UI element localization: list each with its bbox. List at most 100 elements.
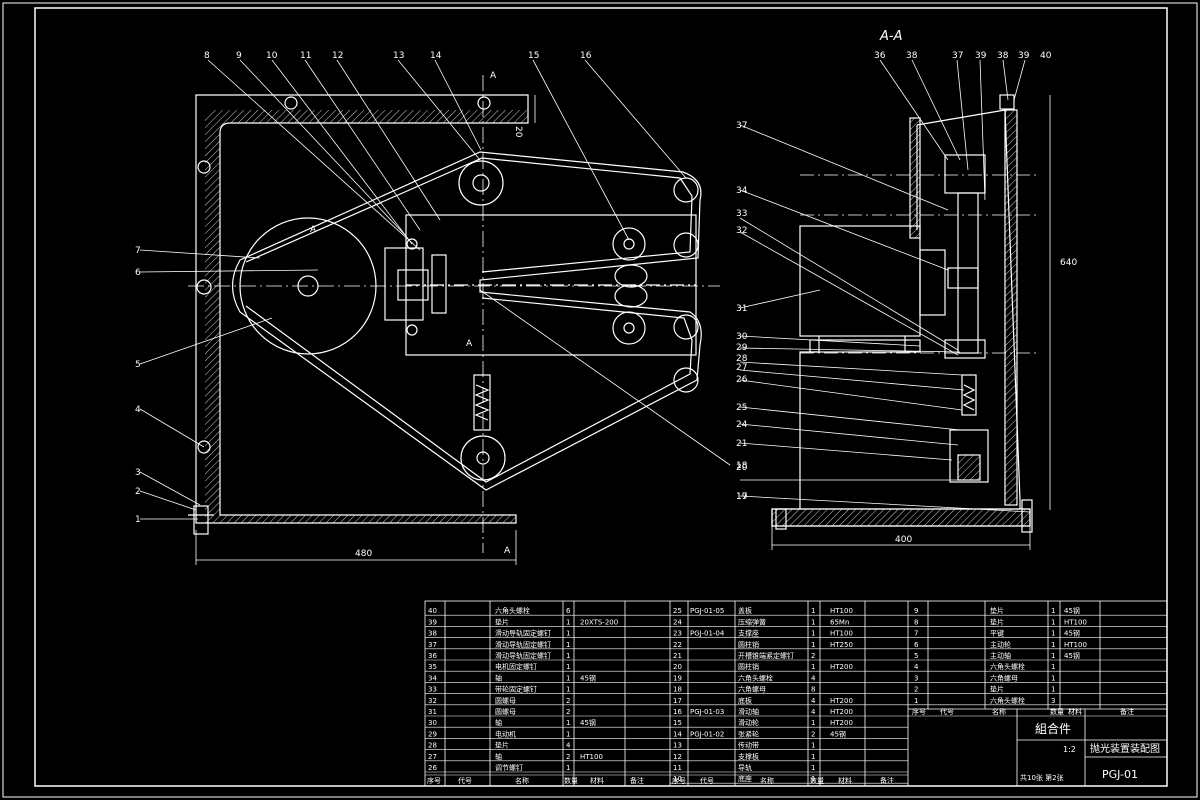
part-qty: 1: [566, 663, 570, 671]
part-name: 轴: [495, 752, 502, 761]
callout-26: 28: [736, 354, 748, 364]
part-material: HT200: [830, 663, 853, 671]
callout-31: 33: [736, 209, 747, 219]
part-name: 盖板: [738, 606, 752, 615]
part-qty: 2: [566, 697, 570, 705]
part-qty: 1: [566, 719, 570, 727]
part-qty: 1: [811, 630, 815, 638]
part-qty: 2: [566, 708, 570, 716]
callout-39: 39: [1018, 51, 1030, 61]
part-qty: 1: [1051, 641, 1055, 649]
part-qty: 1: [566, 618, 570, 626]
part-no: 9: [914, 607, 918, 615]
callout-6: 6: [135, 268, 141, 278]
part-no: 16: [673, 708, 682, 716]
part-name: 滑动导轨固定螺钉: [495, 640, 551, 649]
part-qty: 6: [566, 607, 571, 615]
part-no: 17: [673, 697, 682, 705]
part-name: 主动轮: [990, 640, 1011, 649]
header-cell: 材料: [1068, 707, 1082, 716]
callout-33: 37: [736, 121, 747, 131]
part-name: 滑动轮: [738, 718, 759, 727]
header-cell: 名称: [992, 707, 1006, 716]
callout-9: 9: [236, 51, 242, 61]
callout-4: 4: [135, 405, 141, 415]
part-qty: 1: [566, 730, 570, 738]
cut-marker-bottom: A: [504, 546, 511, 556]
part-qty: 1: [1051, 652, 1055, 660]
frame-hatch: [205, 110, 528, 523]
part-qty: 3: [1051, 697, 1055, 705]
callout-22: 24: [736, 420, 748, 430]
callout-27: 29: [736, 343, 748, 353]
callout-20: 20: [736, 463, 748, 473]
part-qty: 4: [811, 697, 816, 705]
part-qty: 1: [811, 742, 815, 750]
dim-width-left: 480: [355, 549, 372, 559]
part-name: 六角头螺栓: [738, 673, 773, 682]
part-no: 3: [914, 674, 918, 682]
part-no: 39: [428, 618, 437, 626]
drawing-number: PGJ-01: [1102, 768, 1138, 781]
callout-30: 32: [736, 226, 747, 236]
part-name: 圆柱销: [738, 662, 759, 671]
callout-12: 12: [332, 51, 343, 61]
part-qty: 1: [811, 764, 815, 772]
callout-23: 25: [736, 403, 747, 413]
part-no: 23: [673, 630, 682, 638]
part-code: PGJ-01-02: [690, 730, 724, 738]
part-material: 65Mn: [830, 618, 849, 626]
title-texts: 組合件 抛光装置装配图 PGJ-01 1:2 共10张 第2张: [1020, 721, 1160, 782]
part-name: 压缩弹簧: [738, 617, 766, 626]
callout-38: 38: [997, 51, 1009, 61]
callout-7: 7: [135, 246, 141, 256]
header-cell: 备注: [1120, 707, 1134, 716]
part-no: 19: [673, 674, 682, 682]
part-qty: 4: [811, 674, 816, 682]
motor: [799, 225, 921, 337]
part-qty: 1: [811, 618, 815, 626]
part-no: 15: [673, 719, 682, 727]
part-material: HT100: [1064, 641, 1087, 649]
part-name: 垫片: [990, 606, 1004, 615]
part-no: 12: [673, 753, 682, 761]
header-cell: 材料: [838, 776, 852, 785]
part-name: 滑动导轨固定螺钉: [495, 629, 551, 638]
part-no: 28: [428, 742, 437, 750]
callout-13: 13: [393, 51, 404, 61]
callout-40: 40: [1040, 51, 1052, 61]
part-material: 20XTS-200: [580, 618, 618, 626]
part-no: 6: [914, 641, 919, 649]
part-no: 33: [428, 686, 437, 694]
part-name: 垫片: [990, 685, 1004, 694]
part-no: 14: [673, 730, 682, 738]
labels: A-A A A A A 480 400 20 640 1 2 3 4 5 6 7…: [135, 29, 1077, 559]
callout-5: 5: [135, 360, 141, 370]
header-cell: 序号: [427, 776, 441, 785]
part-name: 六角螺母: [738, 685, 766, 694]
part-qty: 1: [566, 764, 570, 772]
part-name: 轴: [495, 673, 502, 682]
header-cell: 数量: [1050, 707, 1064, 716]
part-no: 34: [428, 674, 437, 682]
part-no: 2: [914, 686, 918, 694]
part-qty: 1: [811, 775, 815, 783]
part-name: 六角头螺栓: [990, 696, 1025, 705]
part-qty: 2: [566, 753, 570, 761]
part-qty: 1: [811, 753, 815, 761]
section-label: A-A: [879, 29, 902, 44]
part-code: PGJ-01-03: [690, 708, 724, 716]
part-name: 带轮固定螺钉: [495, 685, 537, 694]
part-qty: 1: [566, 652, 570, 660]
callout-32: 34: [736, 186, 748, 196]
part-no: 20: [673, 663, 682, 671]
part-material: 45钢: [830, 729, 846, 738]
part-name: 开槽锥端紧定螺钉: [738, 651, 794, 660]
header-cell: 序号: [672, 776, 686, 785]
callout-15: 15: [528, 51, 539, 61]
header-cell: 代号: [940, 707, 954, 716]
callout-34: 36: [874, 51, 886, 61]
part-name: 六角头螺栓: [990, 662, 1025, 671]
part-material: 45钢: [1064, 606, 1080, 615]
